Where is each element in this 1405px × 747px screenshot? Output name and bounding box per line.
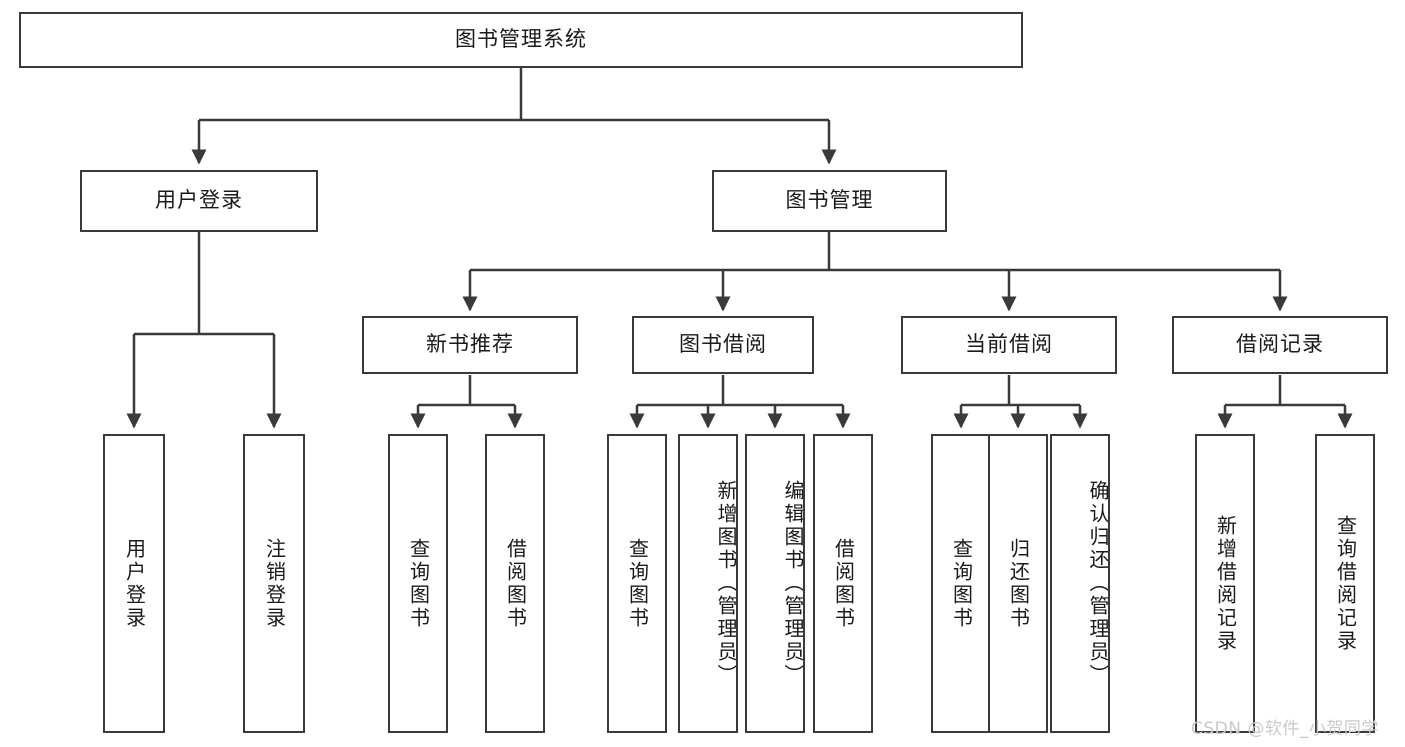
leaf-current-return-book[interactable]: 归还图书: [988, 434, 1048, 733]
leaf-recommend-query-book[interactable]: 查询图书: [388, 434, 448, 733]
node-label: 新增借阅记录: [1213, 514, 1238, 653]
node-label: 图书管理系统: [455, 27, 587, 52]
node-label: 图书借阅: [679, 332, 767, 357]
node-label: 归还图书: [1006, 537, 1031, 630]
node-label: 当前借阅: [965, 332, 1053, 357]
leaf-record-query-borrow-record[interactable]: 查询借阅记录: [1315, 434, 1375, 733]
node-label: 借阅图书: [503, 537, 528, 630]
leaf-borrow-add-book-admin[interactable]: 新增图书（管理员）: [678, 434, 738, 733]
node-book-management[interactable]: 图书管理: [712, 170, 947, 232]
leaf-borrow-edit-book-admin[interactable]: 编辑图书（管理员）: [745, 434, 805, 733]
csdn-watermark: CSDN @软件_小贺同学: [1191, 719, 1379, 739]
node-label: 图书管理: [785, 188, 874, 213]
node-label: 新书推荐: [426, 332, 514, 357]
node-book-borrow[interactable]: 图书借阅: [632, 316, 814, 374]
node-label: 用户登录: [122, 537, 147, 630]
node-current-borrow[interactable]: 当前借阅: [901, 316, 1117, 374]
node-label: 借阅图书: [831, 537, 856, 630]
node-label: 用户登录: [155, 188, 243, 213]
node-label: 注销登录: [262, 537, 287, 630]
node-root-library-system[interactable]: 图书管理系统: [19, 12, 1023, 68]
node-new-book-recommend[interactable]: 新书推荐: [362, 316, 578, 374]
leaf-user-login[interactable]: 用户登录: [103, 434, 165, 733]
node-label: 借阅记录: [1236, 332, 1324, 357]
node-label: 查询借阅记录: [1333, 514, 1358, 653]
leaf-recommend-borrow-book[interactable]: 借阅图书: [485, 434, 545, 733]
node-label: 新增图书（管理员）: [714, 480, 738, 687]
node-borrow-record[interactable]: 借阅记录: [1172, 316, 1388, 374]
node-label: 查询图书: [625, 537, 650, 630]
leaf-current-confirm-return-admin[interactable]: 确认归还（管理员）: [1050, 434, 1110, 733]
node-label: 确认归还（管理员）: [1086, 480, 1110, 687]
leaf-current-query-book[interactable]: 查询图书: [931, 434, 991, 733]
leaf-borrow-query-book[interactable]: 查询图书: [607, 434, 667, 733]
node-label: 查询图书: [406, 537, 431, 630]
leaf-borrow-borrow-book[interactable]: 借阅图书: [813, 434, 873, 733]
leaf-record-add-borrow-record[interactable]: 新增借阅记录: [1195, 434, 1255, 733]
leaf-user-logout[interactable]: 注销登录: [243, 434, 305, 733]
node-user-login[interactable]: 用户登录: [80, 170, 318, 232]
node-label: 编辑图书（管理员）: [781, 480, 805, 687]
node-label: 查询图书: [949, 537, 974, 630]
